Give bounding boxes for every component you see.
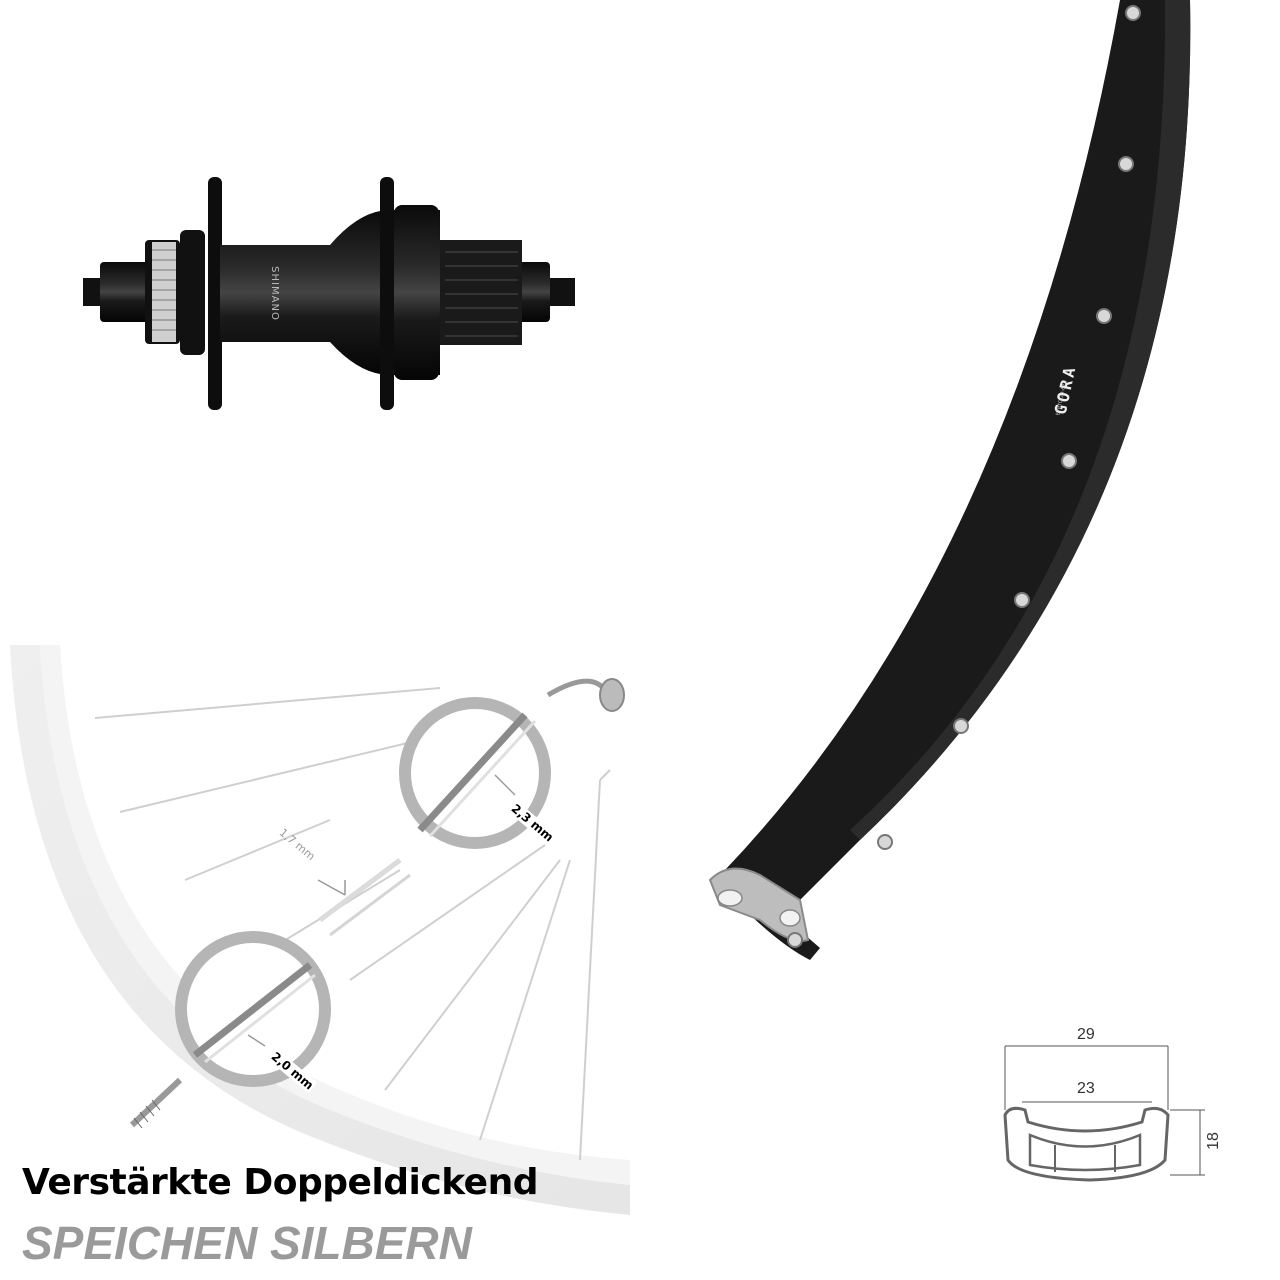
rim-inner-width-label: 23 <box>1077 1080 1095 1097</box>
rim-height-label: 18 <box>1204 1132 1222 1150</box>
caption-subline: SPEICHEN SILBERN <box>22 1217 472 1269</box>
rim-outer-width-label: 29 <box>1077 1026 1095 1043</box>
caption-headline: Verstärkte Doppeldickend <box>22 1162 539 1203</box>
